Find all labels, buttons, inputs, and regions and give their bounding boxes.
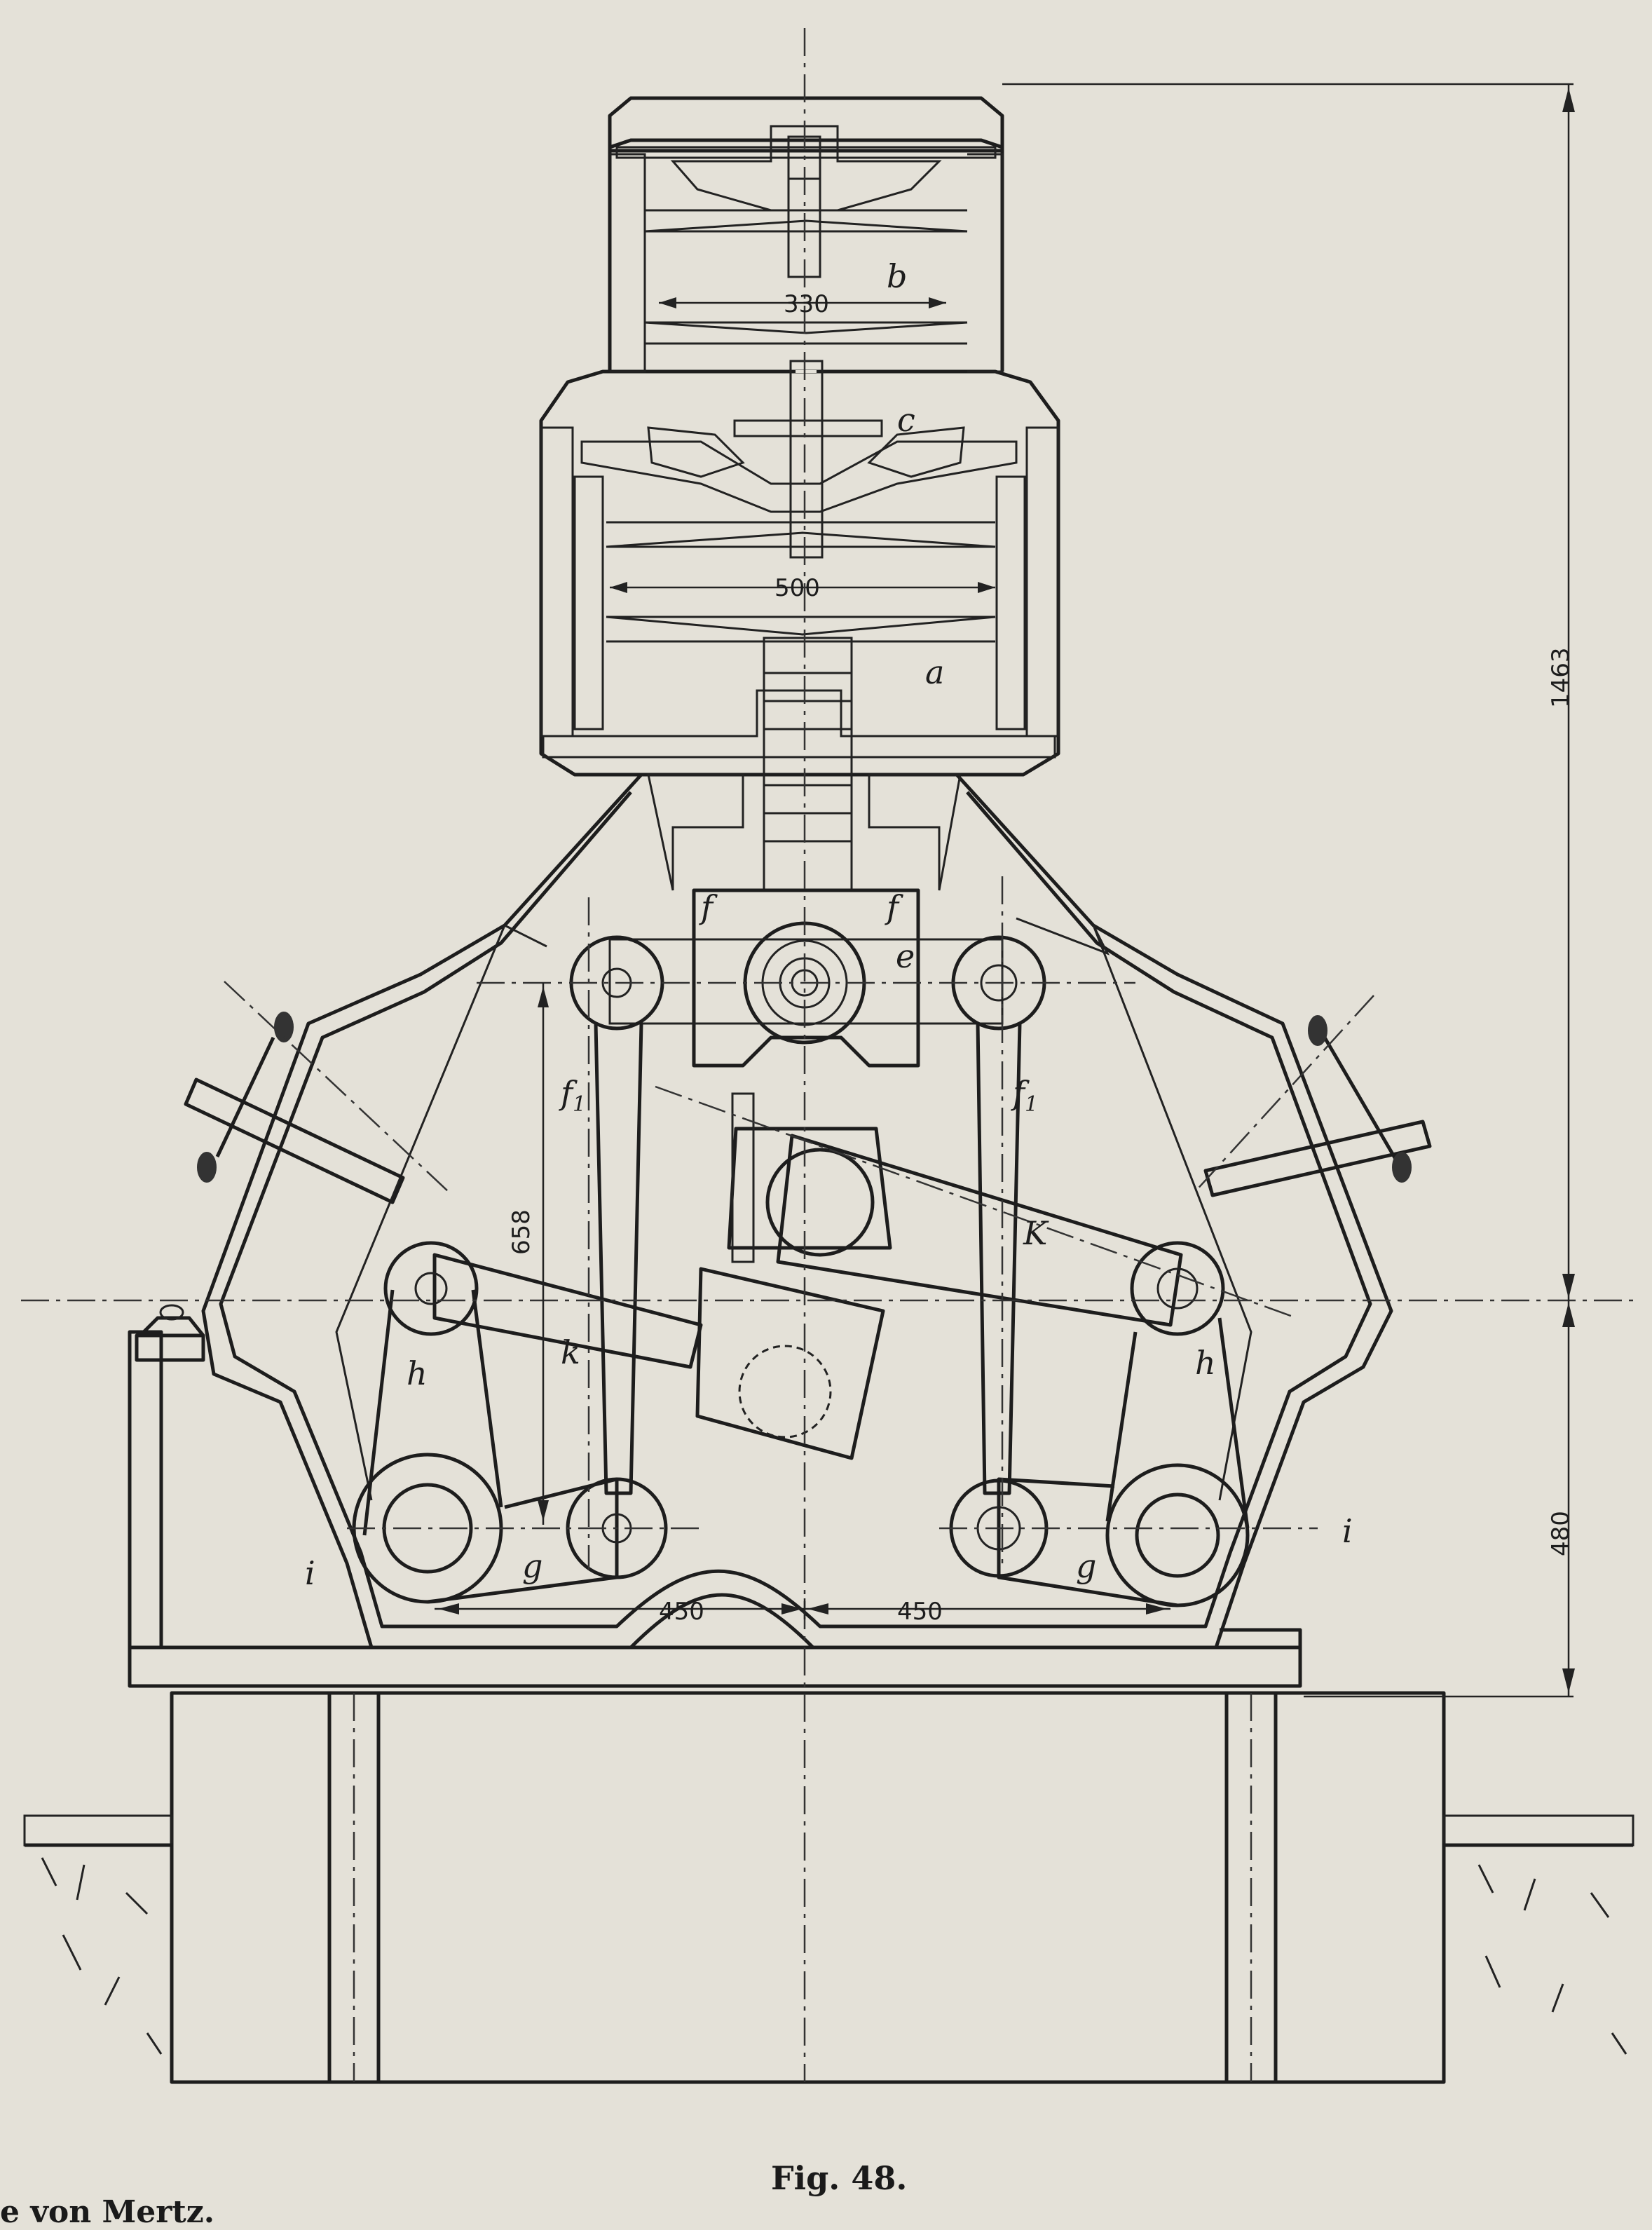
label-b: b — [887, 257, 907, 295]
rocker-left — [352, 1289, 503, 1604]
piston-rod — [733, 177, 883, 892]
valve-screw-left — [184, 1012, 405, 1204]
dim-480: 480 — [1547, 1511, 1575, 1556]
crankpin — [727, 1092, 892, 1263]
lever-left — [427, 1477, 668, 1604]
part-labels: a b c e f f f1 f1 g g h h i i k K — [305, 257, 1353, 1592]
dim-330: 330 — [784, 290, 829, 318]
cylinder-cover — [608, 96, 1004, 212]
crank-housing — [201, 773, 1393, 1650]
label-f1-left: f1 — [559, 1074, 586, 1117]
figure-caption: Fig. 48. — [771, 2159, 908, 2197]
label-f-right: f — [885, 888, 903, 926]
dim-450-right: 450 — [897, 1598, 943, 1626]
dim-1463: 1463 — [1547, 647, 1575, 708]
oiler-cup — [135, 1304, 205, 1362]
label-i-right: i — [1342, 1512, 1353, 1550]
label-e: e — [896, 937, 915, 975]
lever-right — [949, 1477, 1178, 1607]
label-a: a — [925, 653, 944, 691]
cylinder-large — [539, 369, 1060, 777]
label-h-left: h — [407, 1354, 428, 1392]
dim-450-left: 450 — [659, 1598, 704, 1626]
side-caption: e von Mertz. — [0, 2194, 215, 2230]
label-f1-right: f1 — [1011, 1074, 1038, 1117]
dimension-labels: 330 500 658 450 450 1463 480 — [507, 290, 1575, 1626]
label-g-right: g — [1076, 1547, 1096, 1585]
label-i-left: i — [305, 1554, 315, 1592]
label-h-right: h — [1195, 1344, 1216, 1382]
ground-right — [1442, 1814, 1634, 2082]
base-plate — [128, 1330, 1302, 1688]
label-K: K — [1023, 1214, 1049, 1252]
label-f-left: f — [699, 888, 718, 926]
dim-658: 658 — [507, 1209, 535, 1255]
connecting-rod-upper — [776, 1134, 1225, 1336]
dim-500: 500 — [774, 574, 820, 602]
connecting-rod-lower — [383, 1241, 885, 1460]
label-c: c — [897, 401, 915, 439]
label-g-left: g — [522, 1547, 542, 1585]
label-k: k — [561, 1333, 580, 1371]
side-rods — [594, 1023, 1022, 1495]
dimension-lines — [435, 83, 1575, 1698]
ground-left — [23, 1814, 174, 2082]
center-lines — [21, 28, 1633, 2082]
valve-screw-right — [1203, 1015, 1432, 1197]
foundation — [170, 1691, 1446, 2084]
